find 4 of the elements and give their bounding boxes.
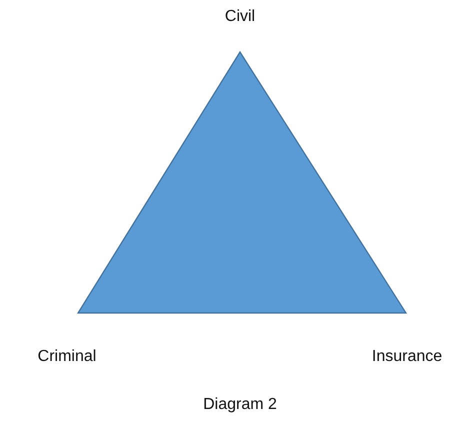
vertex-label: Insurance [372,348,442,366]
vertex-label: Criminal [38,348,96,366]
caption: Diagram 2 [203,396,277,414]
vertex-label: Civil [224,8,256,26]
